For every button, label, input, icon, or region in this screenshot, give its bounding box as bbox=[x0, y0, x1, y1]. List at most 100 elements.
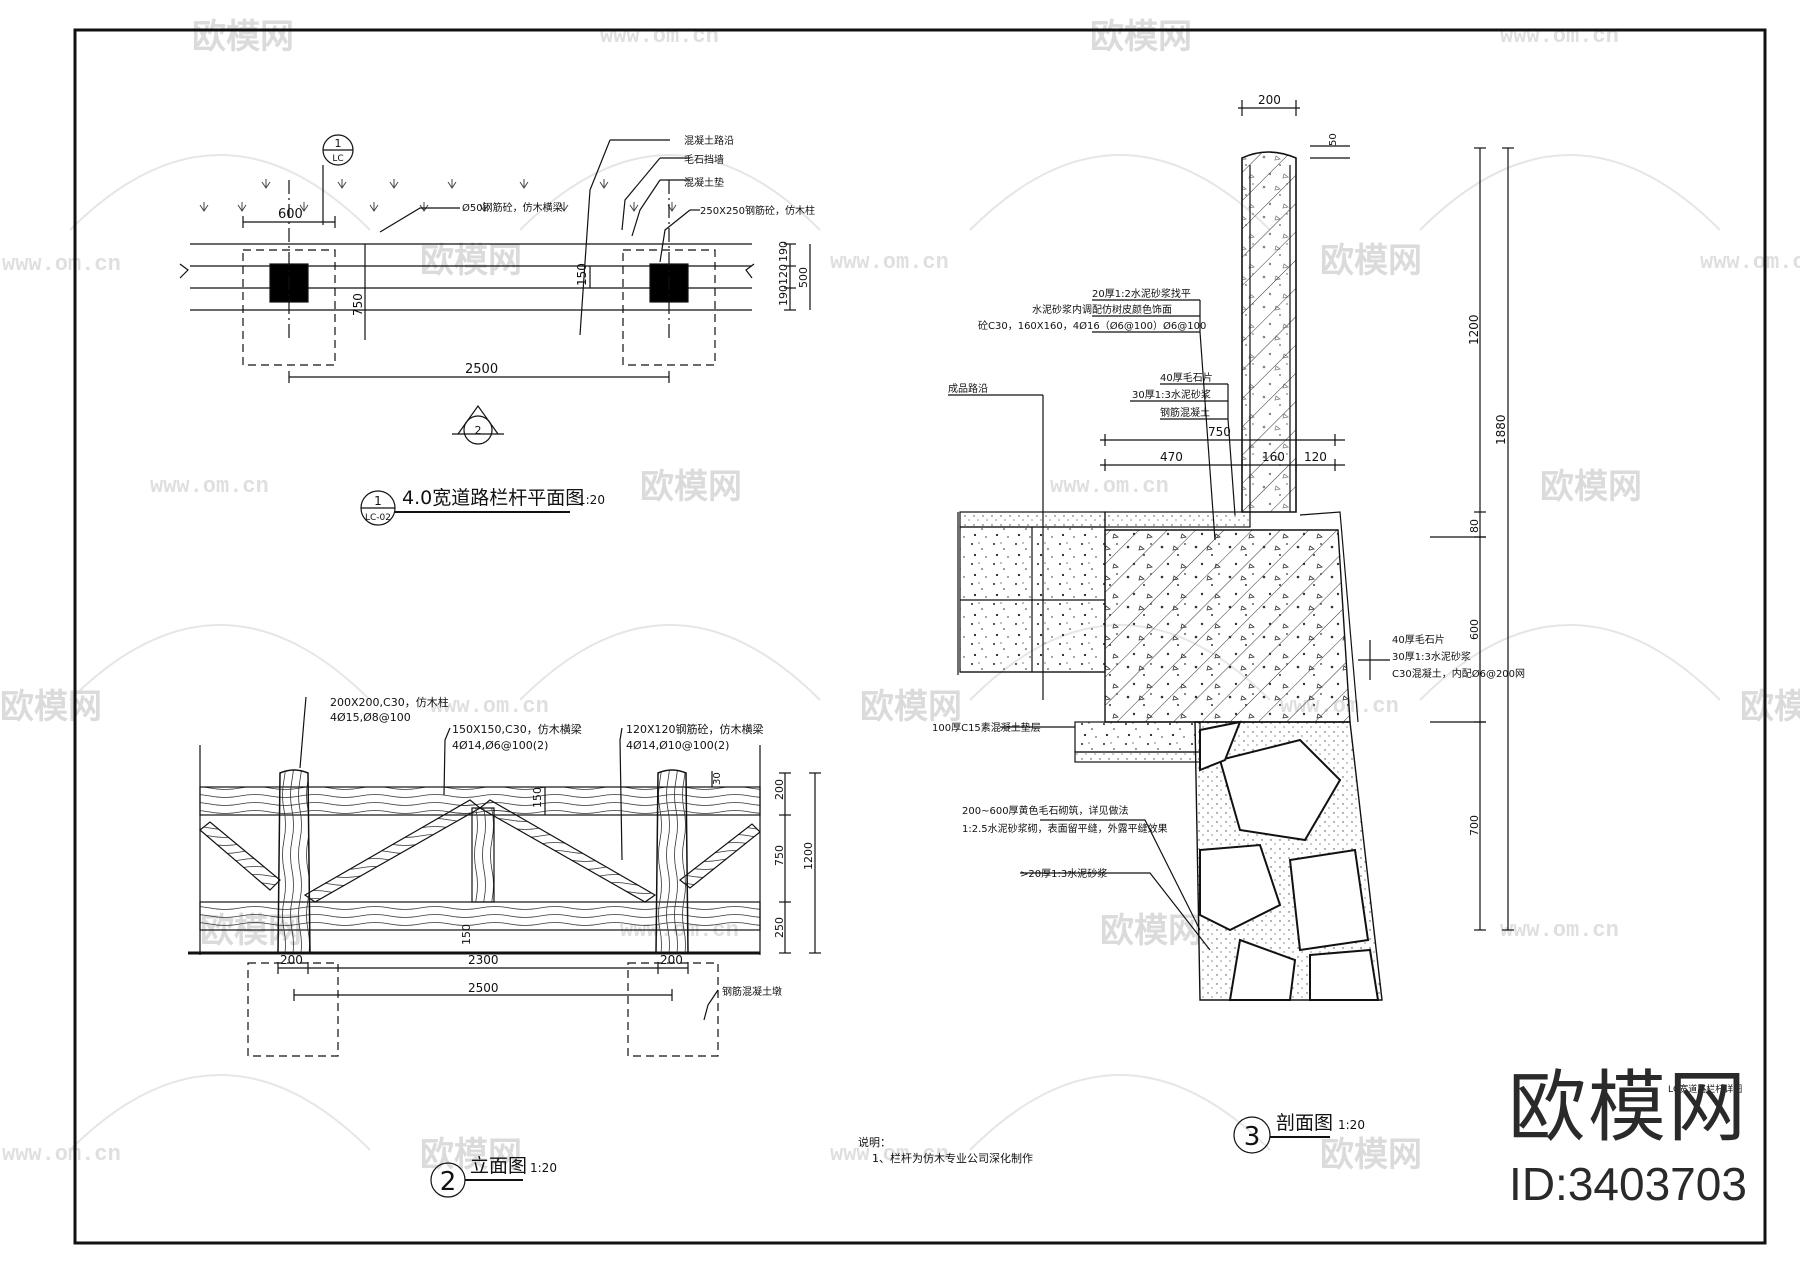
elev-dim-1200: 1200 bbox=[802, 842, 815, 870]
watermark-url: www.om.cn bbox=[2, 1142, 121, 1167]
elev-label-beam-rebar: 4Ø14,Ø6@100(2) bbox=[452, 739, 548, 752]
sect-dim-1880: 1880 bbox=[1494, 414, 1508, 445]
watermark-brand: 欧模网 bbox=[1740, 687, 1800, 727]
watermark-url: www.om.cn bbox=[150, 474, 269, 499]
elev-label-rail-rebar: 4Ø14,Ø10@100(2) bbox=[626, 739, 729, 752]
watermark-url: www.om.cn bbox=[1050, 474, 1169, 499]
sect-label-stone-masonry: 200~600厚黄色毛石砌筑，详见做法 bbox=[962, 804, 1129, 817]
plan-dim-190b: 190 bbox=[777, 285, 790, 306]
plan-dim-2500: 2500 bbox=[465, 362, 498, 377]
plan-dim-500: 500 bbox=[797, 267, 810, 288]
sect-label-mortar: 30厚1:3水泥砂浆 bbox=[1132, 388, 1211, 401]
elev-dim-200: 200 bbox=[773, 779, 786, 800]
elev-dim-30: 30 bbox=[712, 772, 723, 785]
watermark-brand: 欧模网 bbox=[420, 1135, 522, 1175]
watermark-brand: 欧模网 bbox=[1100, 911, 1202, 951]
plan-dim-190a: 190 bbox=[777, 241, 790, 262]
sect-label-post-spec: 砼C30，160X160，4Ø16（Ø6@100）Ø6@100 bbox=[978, 319, 1206, 332]
notes-line-1: 1、栏杆为仿木专业公司深化制作 bbox=[872, 1151, 1033, 1165]
watermark-url: www.om.cn bbox=[830, 250, 949, 275]
elev-dim-2300: 2300 bbox=[468, 953, 499, 967]
sect-label-mortar-right: 30厚1:3水泥砂浆 bbox=[1392, 650, 1471, 663]
elev-dim-200a: 200 bbox=[280, 953, 303, 967]
plan-dim-120: 120 bbox=[777, 264, 790, 285]
watermark-brand: 欧模网 bbox=[1090, 17, 1192, 57]
plan-elevation-mark: 2 bbox=[475, 424, 482, 437]
elev-dim-2500: 2500 bbox=[468, 981, 499, 995]
sect-label-finish: 水泥砂浆内调配仿树皮颜色饰面 bbox=[1032, 303, 1172, 316]
watermark-layer: 欧模网 www.om.cn 欧模网 www.om.cn www.om.cn 欧模… bbox=[0, 17, 1800, 1175]
sect-dim-750: 750 bbox=[1208, 425, 1231, 439]
plan-label-concrete-pad: 混凝土垫 bbox=[684, 176, 724, 189]
sect-dim-470: 470 bbox=[1160, 450, 1183, 464]
elev-label-post-rebar: 4Ø15,Ø8@100 bbox=[330, 711, 411, 724]
corner-model-id: ID:3403703 bbox=[1509, 1158, 1747, 1210]
watermark-brand: 欧模网 bbox=[640, 467, 742, 507]
corner-brand-block: 欧模网 ID:3403703 bbox=[1508, 1069, 1748, 1211]
watermark-brand: 欧模网 bbox=[860, 687, 962, 727]
sect-label-rc: 钢筋混凝土 bbox=[1160, 406, 1210, 419]
sect-label-stone-joint: 1:2.5水泥砂浆砌，表面留平缝，外露平缝效果 bbox=[962, 822, 1168, 835]
sect-dim-700: 700 bbox=[1468, 815, 1481, 836]
watermark-brand: 欧模网 bbox=[0, 687, 102, 727]
sect-dim-160: 160 bbox=[1262, 450, 1285, 464]
watermark-brand: 欧模网 bbox=[1540, 467, 1642, 507]
plan-label-stone-wall: 毛石挡墙 bbox=[684, 153, 724, 166]
plan-dim-750: 750 bbox=[351, 293, 365, 316]
plan-section-mark-top: 1 bbox=[335, 137, 342, 150]
elev-dim-750: 750 bbox=[773, 845, 786, 866]
elev-label-post: 200X200,C30，仿木柱 bbox=[330, 695, 449, 709]
plan-title-sheet-ref: LC-02 bbox=[365, 513, 391, 523]
sheet-border bbox=[73, 28, 1767, 1245]
sect-label-grout: >20厚1:3水泥砂浆 bbox=[1020, 867, 1107, 880]
sect-label-curb: 成品路沿 bbox=[948, 382, 988, 395]
sect-dim-80: 80 bbox=[1468, 519, 1481, 533]
watermark-url: www.om.cn bbox=[1700, 250, 1800, 275]
elev-label-beam: 150X150,C30，仿木横梁 bbox=[452, 722, 582, 736]
elev-label-rail: 120X120钢筋砼，仿木横梁 bbox=[626, 722, 764, 736]
watermark-url: www.om.cn bbox=[1500, 24, 1619, 49]
sect-dim-50: 50 bbox=[1328, 133, 1339, 146]
sect-label-mesh: C30混凝土，内配Ø6@200网 bbox=[1392, 667, 1525, 680]
elev-dim-250: 250 bbox=[773, 917, 786, 938]
elev-title-number: 2 bbox=[440, 1167, 457, 1197]
grass-symbols bbox=[199, 179, 677, 212]
sect-scale: 1:20 bbox=[1338, 1118, 1365, 1132]
sect-title: 剖面图 bbox=[1276, 1112, 1333, 1134]
sect-label-gravel: 100厚C15素混凝土垫层 bbox=[932, 721, 1041, 734]
notes-heading: 说明： bbox=[858, 1135, 891, 1149]
plan-label-beam: Ø50钢筋砼，仿木横梁 bbox=[462, 201, 563, 214]
plan-title-number: 1 bbox=[374, 494, 382, 508]
sect-dim-1200: 1200 bbox=[1467, 314, 1481, 345]
elev-dim-150b: 150 bbox=[460, 924, 473, 945]
elev-scale: 1:20 bbox=[530, 1161, 557, 1175]
watermark-url: www.om.cn bbox=[600, 24, 719, 49]
section-view: 200 50 750 470 160 120 1200 1880 80 600 … bbox=[932, 93, 1525, 1154]
watermark-url: www.om.cn bbox=[830, 1142, 949, 1167]
elev-title: 立面图 bbox=[470, 1155, 527, 1177]
sect-label-stone-chip-right: 40厚毛石片 bbox=[1392, 633, 1445, 646]
watermark-brand: 欧模网 bbox=[420, 241, 522, 281]
plan-scale: 1:20 bbox=[578, 493, 605, 507]
elev-dim-150a: 150 bbox=[531, 787, 544, 808]
watermark-brand: 欧模网 bbox=[1320, 1135, 1422, 1175]
sect-dim-600: 600 bbox=[1468, 619, 1481, 640]
corner-brand: 欧模网 bbox=[1507, 1063, 1748, 1153]
plan-label-post: 250X250钢筋砼，仿木柱 bbox=[700, 204, 815, 217]
watermark-brand: 欧模网 bbox=[192, 17, 294, 57]
sheet-name: LC宽道路栏杆详图 bbox=[1668, 1083, 1742, 1095]
watermark-brand: 欧模网 bbox=[1320, 241, 1422, 281]
elev-label-footing: 钢筋混凝土墩 bbox=[722, 985, 782, 998]
sect-title-number: 3 bbox=[1244, 1122, 1261, 1152]
sect-dim-200: 200 bbox=[1258, 93, 1281, 107]
plan-view: 1 LC 600 2500 750 150 190 120 190 500 混凝… bbox=[179, 134, 815, 526]
plan-dim-600: 600 bbox=[278, 207, 303, 222]
elev-dim-200b: 200 bbox=[660, 953, 683, 967]
watermark-url: www.om.cn bbox=[430, 694, 549, 719]
plan-dim-150: 150 bbox=[575, 263, 589, 286]
elevation-view: 200 2300 200 2500 150 150 30 200 750 250… bbox=[188, 695, 821, 1198]
sect-label-plaster: 20厚1:2水泥砂浆找平 bbox=[1092, 287, 1191, 300]
watermark-url: www.om.cn bbox=[1500, 918, 1619, 943]
plan-label-curb: 混凝土路沿 bbox=[684, 134, 734, 147]
